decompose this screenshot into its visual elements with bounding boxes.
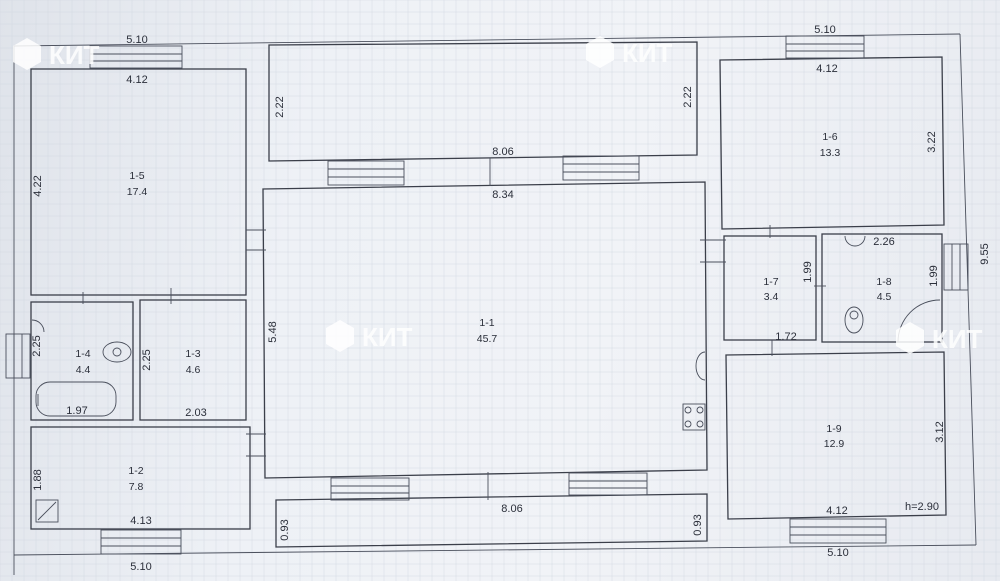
windows xyxy=(5,35,969,555)
room-1-4 xyxy=(30,301,134,421)
dim-terrace-top-left: 2.22 xyxy=(274,96,286,117)
dim-room-1-3-width: 2.03 xyxy=(185,407,206,419)
dim-top-right-outer: 5.10 xyxy=(814,24,835,36)
dim-top-left-inner: 4.12 xyxy=(126,74,147,86)
dim-hall-height: 5.48 xyxy=(267,321,279,342)
watermarks: КИТ КИТ КИТ КИТ xyxy=(13,36,983,354)
room-1-1 xyxy=(262,181,708,479)
room-1-2 xyxy=(30,426,251,530)
room-1-7-area: 3.4 xyxy=(764,291,779,303)
dim-room-1-3-height: 2.25 xyxy=(141,349,153,370)
room-1-5 xyxy=(30,68,247,296)
dim-hall-bottom: 8.06 xyxy=(501,503,522,515)
watermark-text: КИТ xyxy=(622,38,673,68)
door-marks xyxy=(82,158,826,500)
dim-terrace-top-right: 2.22 xyxy=(682,86,694,107)
dim-room-1-5-height: 4.22 xyxy=(32,175,44,196)
dim-bottom-left-outer: 5.10 xyxy=(130,561,151,573)
room-labels: 1-5 17.4 1-4 4.4 1-3 4.6 1-2 7.8 1-1 45.… xyxy=(75,131,891,493)
room-1-3-area: 4.6 xyxy=(186,364,201,376)
room-1-5-area: 17.4 xyxy=(127,186,148,198)
dim-room-1-7-width: 1.72 xyxy=(775,331,796,343)
dim-top-right-inner: 4.12 xyxy=(816,63,837,75)
room-1-8-id: 1-8 xyxy=(876,276,891,288)
room-1-9-id: 1-9 xyxy=(826,423,841,435)
dim-hall-top-inner: 8.34 xyxy=(492,189,513,201)
vertical-dimension-labels: 4.22 2.22 2.22 5.48 3.22 9.55 2.25 2.25 … xyxy=(31,86,991,540)
room-1-2-id: 1-2 xyxy=(128,465,143,477)
dim-room-1-4-width: 1.97 xyxy=(66,405,87,417)
watermark-text: КИТ xyxy=(49,40,100,70)
dim-right-total: 9.55 xyxy=(979,243,991,264)
room-1-1-id: 1-1 xyxy=(479,317,494,329)
dim-top-left-outer: 5.10 xyxy=(126,34,147,46)
room-1-2-area: 7.8 xyxy=(129,481,144,493)
dim-room-1-4-height: 2.25 xyxy=(31,335,43,356)
room-1-6-area: 13.3 xyxy=(820,147,841,159)
watermark-logo-icon xyxy=(896,322,924,354)
dim-room-1-2-width: 4.13 xyxy=(130,515,151,527)
watermark-logo-icon xyxy=(13,38,41,70)
room-1-4-area: 4.4 xyxy=(76,364,91,376)
room-1-6-id: 1-6 xyxy=(822,131,837,143)
terrace-top xyxy=(268,41,698,162)
watermark-logo-icon xyxy=(326,320,354,352)
dim-hall-top-outer: 8.06 xyxy=(492,146,513,158)
watermark-logo-icon xyxy=(586,36,614,68)
dim-room-1-9-height: 3.12 xyxy=(934,421,946,442)
room-1-6 xyxy=(719,56,945,230)
dim-bottom-right-outer: 5.10 xyxy=(827,547,848,559)
watermark-text: КИТ xyxy=(932,324,983,354)
room-1-9-area: 12.9 xyxy=(824,438,845,450)
room-1-8 xyxy=(821,233,943,343)
bathroom-fixtures xyxy=(31,235,941,523)
room-1-4-id: 1-4 xyxy=(75,348,90,360)
dim-room-1-6-height: 3.22 xyxy=(926,131,938,152)
ceiling-height-note: h=2.90 xyxy=(905,501,939,513)
room-1-3-id: 1-3 xyxy=(185,348,200,360)
dim-room-1-9-width: 4.12 xyxy=(826,505,847,517)
room-1-9 xyxy=(725,351,947,520)
dim-room-1-7-height: 1.99 xyxy=(802,261,814,282)
dim-room-1-2-height: 1.88 xyxy=(32,469,44,490)
watermark-text: КИТ xyxy=(362,322,413,352)
room-1-8-area: 4.5 xyxy=(877,291,892,303)
room-1-7-id: 1-7 xyxy=(763,276,778,288)
dimension-labels: 5.10 4.12 5.10 4.12 8.06 8.34 1.97 2.03 … xyxy=(66,24,939,573)
dim-room-1-8-height: 1.99 xyxy=(928,265,940,286)
room-1-1-area: 45.7 xyxy=(477,333,498,345)
outer-walls xyxy=(13,33,977,575)
dim-room-1-8-width: 2.26 xyxy=(873,236,894,248)
terrace-bottom xyxy=(275,493,708,548)
dim-terrace-bottom-right: 0.93 xyxy=(692,514,704,535)
room-1-3 xyxy=(139,299,247,421)
dim-terrace-bottom-left: 0.93 xyxy=(279,519,291,540)
room-1-5-id: 1-5 xyxy=(129,170,144,182)
